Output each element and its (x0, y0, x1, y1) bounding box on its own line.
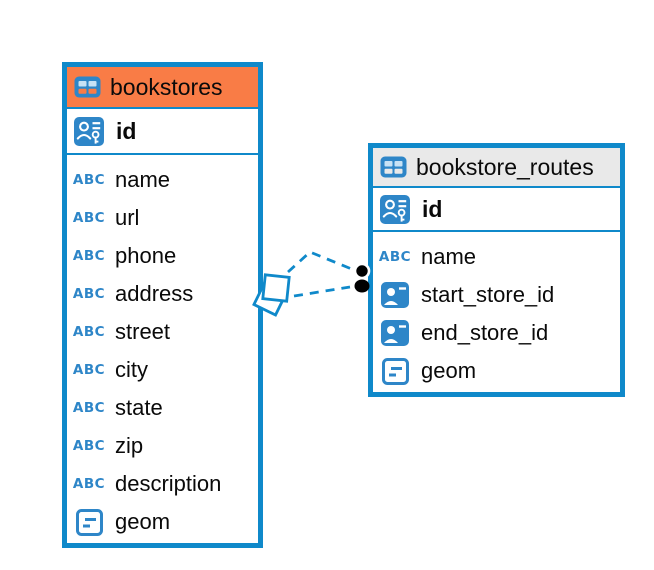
column-row-phone[interactable]: ABC phone (67, 237, 258, 275)
column-name: address (115, 281, 194, 306)
column-name: geom (421, 358, 477, 383)
column-row-state[interactable]: ABC state (67, 389, 258, 427)
column-name: name (115, 167, 171, 192)
table-icon (378, 156, 408, 178)
column-name: url (115, 205, 140, 230)
foreign-key-icon (377, 282, 413, 308)
column-row-pk[interactable]: id (67, 109, 258, 155)
text-type-icon: ABC (72, 172, 106, 188)
column-name: street (115, 319, 171, 344)
column-name: start_store_id (421, 282, 555, 307)
column-row-zip[interactable]: ABC zip (67, 427, 258, 465)
column-row-street[interactable]: ABC street (67, 313, 258, 351)
table-bookstores-header[interactable]: bookstores (67, 67, 258, 109)
text-type-icon: ABC (378, 249, 412, 265)
column-row-name[interactable]: ABC name (67, 161, 258, 199)
column-row-name[interactable]: ABC name (373, 238, 620, 276)
column-row-url[interactable]: ABC url (67, 199, 258, 237)
text-type-icon: ABC (72, 324, 106, 340)
text-type-icon: ABC (72, 400, 106, 416)
column-row-geom[interactable]: geom (373, 352, 620, 390)
text-type-icon: ABC (72, 248, 106, 264)
column-row-address[interactable]: ABC address (67, 275, 258, 313)
column-row-end_store_id[interactable]: end_store_id (373, 314, 620, 352)
column-name: description (115, 471, 222, 496)
column-name: state (115, 395, 163, 420)
table-icon (72, 76, 102, 98)
table-title: bookstores (110, 73, 223, 100)
column-row-start_store_id[interactable]: start_store_id (373, 276, 620, 314)
column-name: phone (115, 243, 177, 268)
text-type-icon: ABC (72, 286, 106, 302)
table-bookstore-routes-header[interactable]: bookstore_routes (373, 148, 620, 188)
geometry-type-icon (71, 508, 107, 536)
foreign-key-icon (377, 320, 413, 346)
column-row-geom[interactable]: geom (67, 503, 258, 541)
column-name: name (421, 244, 477, 269)
geometry-type-icon (377, 357, 413, 385)
relation-line-upper[interactable] (287, 250, 355, 274)
column-name: end_store_id (421, 320, 549, 345)
column-name: city (115, 357, 148, 382)
table-bookstore-routes[interactable]: bookstore_routes id ABC name start_store_i… (368, 143, 625, 397)
column-row-pk[interactable]: id (373, 188, 620, 232)
primary-key-icon (71, 116, 107, 146)
column-name: geom (115, 509, 171, 534)
column-name: zip (115, 433, 144, 458)
text-type-icon: ABC (72, 362, 106, 378)
primary-key-icon (377, 194, 413, 224)
text-type-icon: ABC (72, 438, 106, 454)
column-name: id (116, 117, 137, 144)
column-name: id (422, 195, 443, 222)
relation-line-lower[interactable] (293, 285, 351, 298)
text-type-icon: ABC (72, 476, 106, 492)
column-row-description[interactable]: ABC description (67, 465, 258, 503)
column-row-city[interactable]: ABC city (67, 351, 258, 389)
text-type-icon: ABC (72, 210, 106, 226)
table-title: bookstore_routes (416, 153, 594, 180)
